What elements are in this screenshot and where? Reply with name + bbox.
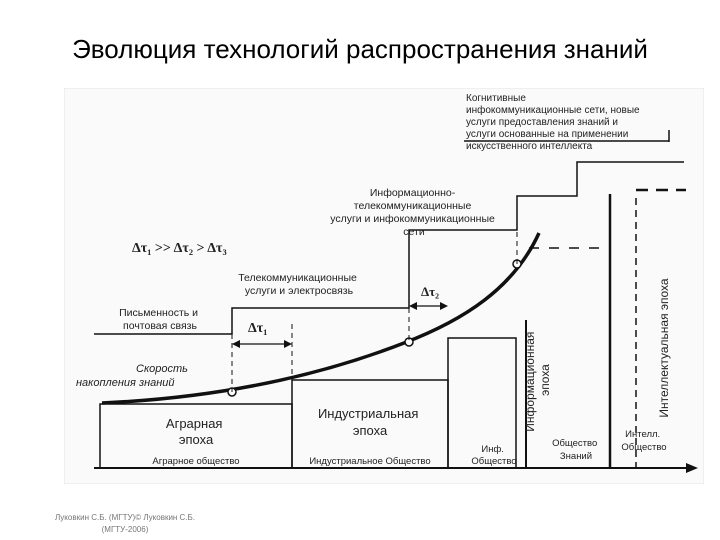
information-society-line-2: Общество bbox=[471, 456, 516, 467]
information-era-line-2: эпоха bbox=[538, 364, 552, 396]
slide-title: Эволюция технологий распространения знан… bbox=[72, 34, 648, 64]
cognitive-label-line-3: услуги предоставления знаний и bbox=[466, 117, 618, 128]
writing-label-line-2: почтовая связь bbox=[123, 320, 197, 332]
footer-credit: Луковкин С.Б. (МГТУ)© Луковкин С.Б. (МГТ… bbox=[30, 512, 220, 536]
information-era-line-1: Информационная bbox=[523, 332, 537, 432]
axis-arrow-icon bbox=[686, 463, 698, 473]
agrarian-era-label: Аграрная эпоха bbox=[166, 416, 226, 447]
telecom-label-line-2: услуги и электросвязь bbox=[245, 285, 354, 297]
industrial-era-line-2: эпоха bbox=[353, 423, 388, 438]
dtau1-arrow-right-icon bbox=[284, 340, 292, 348]
industrial-era-label: Индустриальная эпоха bbox=[318, 406, 422, 438]
infocom-label-line-3: услуги и инфокоммуникационные bbox=[330, 213, 495, 225]
intellectual-era-label: Интеллектуальная эпоха bbox=[657, 278, 671, 418]
cognitive-label-line-1: Когнитивные bbox=[466, 93, 526, 104]
knowledge-curve bbox=[101, 232, 541, 405]
curve-label-line-2: накопления знаний bbox=[76, 377, 175, 389]
intellectual-society-line-1: Интелл. bbox=[625, 429, 660, 440]
information-society-line-1: Инф. bbox=[481, 444, 504, 455]
infocom-label: Информационно- телекоммуникационные услу… bbox=[330, 187, 498, 238]
dtau2-arrow-right-icon bbox=[440, 302, 448, 310]
evolution-diagram: Скорость накопления знаний Δτ₁ >> Δτ₂ > … bbox=[64, 88, 704, 484]
infocom-label-line-2: телекоммуникационные bbox=[354, 200, 472, 212]
knowledge-society-line-1: Общество bbox=[552, 438, 597, 449]
footer-line-2: (МГТУ-2006) bbox=[101, 525, 149, 534]
infocom-label-line-1: Информационно- bbox=[370, 187, 456, 199]
delta-tau-formula: Δτ₁ >> Δτ₂ > Δτ₃ bbox=[132, 241, 227, 256]
writing-label-line-1: Письменность и bbox=[119, 307, 198, 319]
knowledge-society-label: Общество Знаний bbox=[552, 438, 600, 462]
cognitive-label: Когнитивные инфокоммуникационные сети, н… bbox=[466, 93, 642, 152]
figure-frame bbox=[64, 88, 704, 484]
dtau2-label: Δτ₂ bbox=[421, 284, 439, 299]
footer-line-1: Луковкин С.Б. (МГТУ)© Луковкин С.Б. bbox=[54, 513, 196, 522]
dtau1-arrow-left-icon bbox=[232, 340, 240, 348]
cognitive-label-line-4: услуги основанные на применении bbox=[466, 129, 628, 140]
infocom-label-line-4: сети bbox=[403, 226, 425, 238]
cognitive-label-line-2: инфокоммуникационные сети, новые bbox=[466, 104, 640, 116]
writing-label: Письменность и почтовая связь bbox=[119, 307, 201, 332]
dtau1-label: Δτ₁ bbox=[248, 321, 267, 336]
agrarian-era-line-2: эпоха bbox=[179, 432, 214, 447]
intellectual-society-label: Интелл. Общество bbox=[621, 429, 666, 453]
knowledge-society-line-2: Знаний bbox=[560, 451, 592, 462]
information-society-label: Инф. Общество bbox=[471, 444, 516, 467]
intellectual-society-line-2: Общество bbox=[621, 442, 666, 453]
diagram-canvas: Скорость накопления знаний Δτ₁ >> Δτ₂ > … bbox=[64, 88, 704, 484]
information-era-box bbox=[447, 337, 517, 468]
cognitive-label-line-5: искусственного интеллекта bbox=[466, 141, 593, 152]
dtau2-arrow-left-icon bbox=[409, 302, 417, 310]
information-era-label: Информационная эпоха bbox=[523, 328, 552, 431]
telecom-label: Телекоммуникационные услуги и электросвя… bbox=[238, 272, 360, 297]
industrial-society-label: Индустриальное Общество bbox=[309, 456, 430, 467]
agrarian-era-line-1: Аграрная bbox=[166, 416, 223, 431]
curve-label-line-1: Скорость bbox=[136, 363, 188, 375]
technology-staircase bbox=[94, 161, 684, 335]
agrarian-society-label: Аграрное общество bbox=[152, 456, 239, 467]
industrial-era-line-1: Индустриальная bbox=[318, 406, 418, 421]
telecom-label-line-1: Телекоммуникационные bbox=[238, 272, 357, 284]
